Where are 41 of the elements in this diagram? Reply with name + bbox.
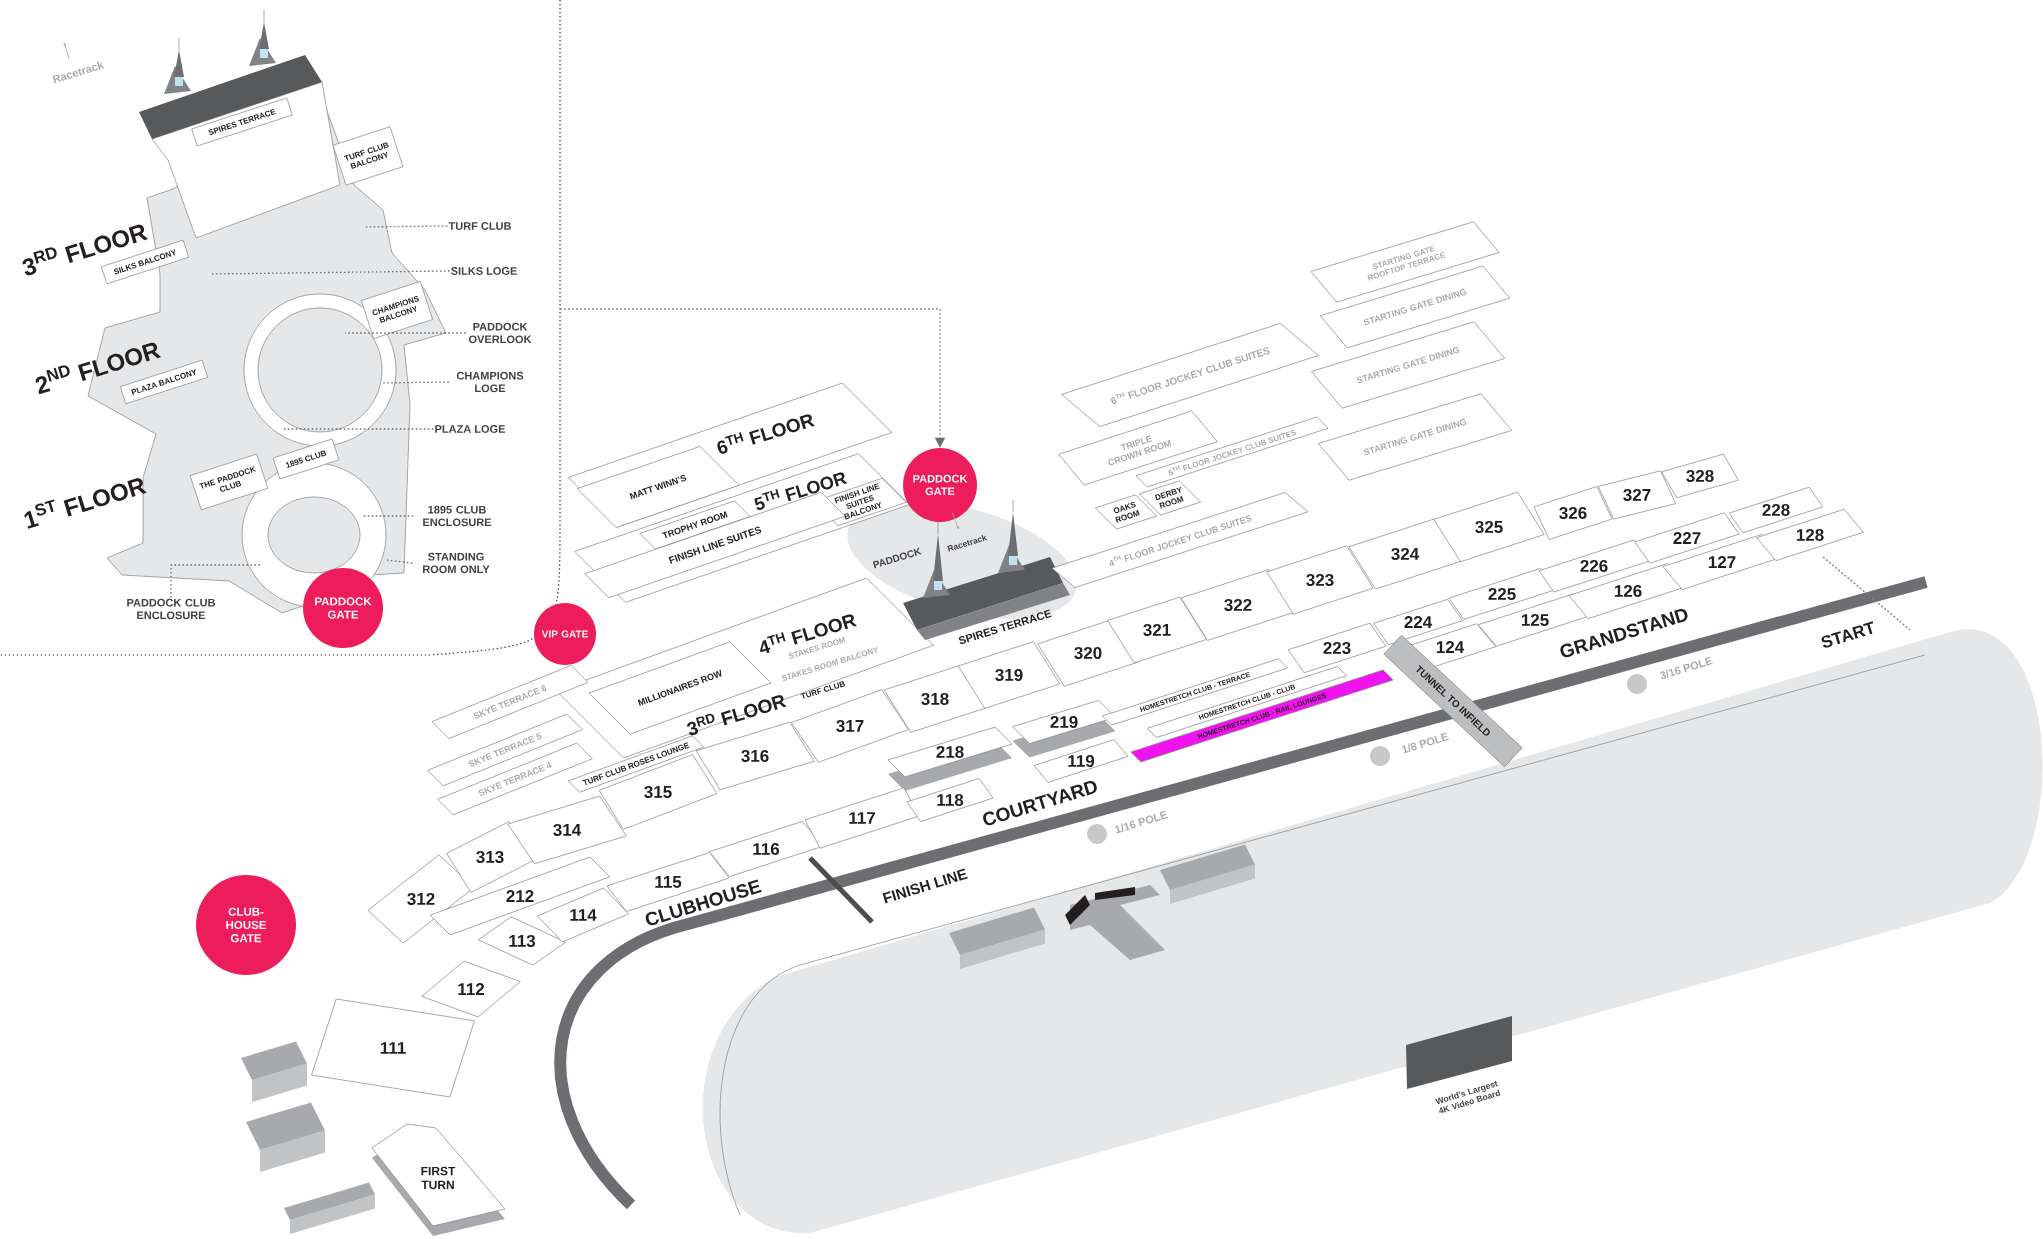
seat-section: 318 bbox=[883, 665, 987, 733]
floor-label: 1$^{ST}$ FLOOR bbox=[24, 478, 147, 529]
callout-label: PADDOCK CLUB ENCLOSURE bbox=[127, 598, 215, 620]
seat-section: 113 bbox=[478, 916, 566, 966]
callout-label: 1895 CLUB ENCLOSURE bbox=[423, 505, 492, 527]
stand-box: FIRST TURN bbox=[371, 1123, 506, 1236]
room-box: DERBY ROOM bbox=[1139, 480, 1201, 516]
seat-section: 112 bbox=[421, 960, 521, 1018]
board-caption: World’s Largest 4K Video Board bbox=[1435, 1080, 1501, 1114]
inset-frame bbox=[0, 0, 561, 656]
seat-section: 218 bbox=[887, 726, 1013, 791]
callout-label: CHAMPIONS LOGE bbox=[456, 371, 524, 393]
callout-label: PLAZA LOGE bbox=[435, 425, 505, 433]
seat-section: 326 bbox=[1533, 486, 1613, 540]
seat-section: 114 bbox=[537, 887, 629, 943]
leader-line bbox=[170, 564, 261, 599]
seat-section: 320 bbox=[1037, 619, 1139, 687]
callout-label: TURF CLUB bbox=[448, 222, 511, 230]
leader-line bbox=[209, 270, 451, 275]
seat-section: 223 bbox=[1287, 622, 1387, 674]
seat-section: 327 bbox=[1597, 470, 1677, 520]
seat-section: 323 bbox=[1266, 545, 1374, 615]
callout-label: STANDING ROOM ONLY bbox=[423, 552, 490, 574]
seat-section: 322 bbox=[1180, 569, 1296, 641]
seat-section: 312 bbox=[367, 854, 475, 944]
area-label: START bbox=[1821, 621, 1874, 648]
leader-line bbox=[361, 515, 414, 517]
seat-section: 328 bbox=[1661, 453, 1739, 499]
seat-section: 116 bbox=[708, 821, 824, 877]
seat-section: 117 bbox=[804, 787, 920, 849]
leader-line bbox=[381, 381, 450, 384]
seat-section: 325 bbox=[1433, 491, 1545, 563]
leader-line bbox=[364, 225, 448, 228]
area-label: FINISH LINE bbox=[882, 868, 968, 904]
callout-label: SILKS LOGE bbox=[451, 267, 517, 275]
callout-label: PADDOCK OVERLOOK bbox=[469, 322, 532, 344]
seat-section: 324 bbox=[1348, 518, 1462, 590]
seat-section: 321 bbox=[1107, 596, 1207, 664]
room-box: 1895 CLUB bbox=[272, 438, 340, 480]
seat-section: 314 bbox=[507, 795, 627, 865]
leader-line bbox=[385, 559, 413, 564]
